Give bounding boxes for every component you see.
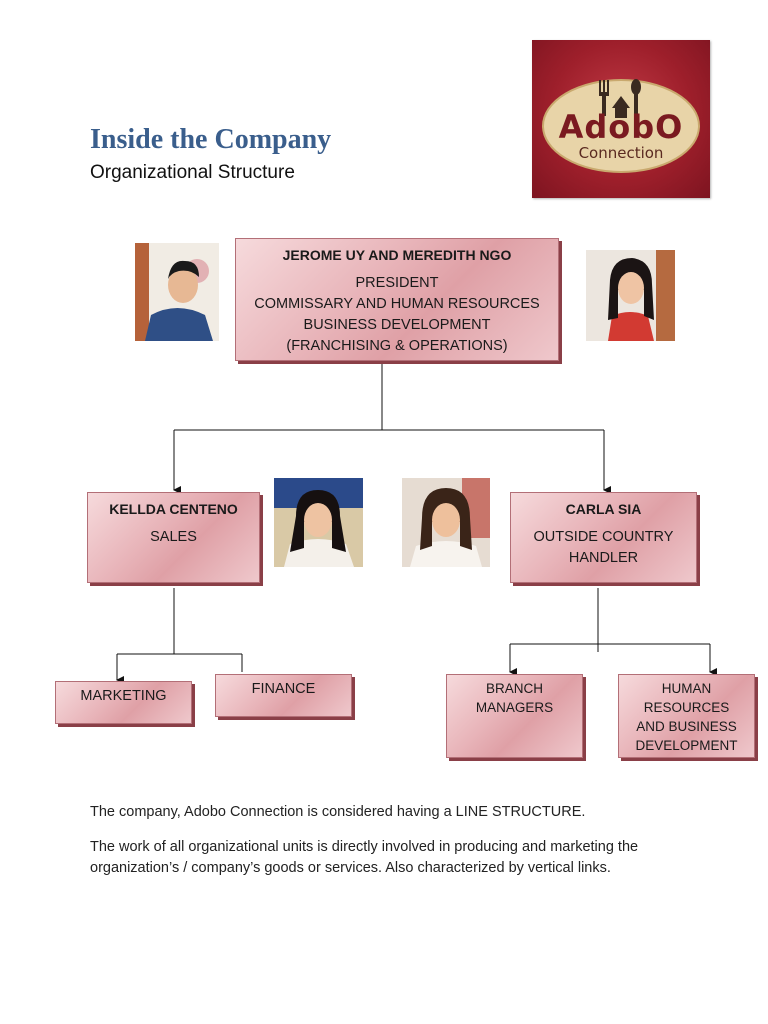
marketing-label: MARKETING (80, 688, 167, 704)
branch-label-line-2: MANAGERS (475, 700, 554, 715)
paragraph-line-structure: The company, Adobo Connection is conside… (90, 804, 586, 820)
president-box: JEROME UY AND MEREDITH NGO PRESIDENT COM… (235, 238, 559, 361)
carla-role-line-1: OUTSIDE COUNTRY (533, 529, 674, 545)
president-names: JEROME UY AND MEREDITH NGO (282, 247, 512, 263)
role-business-development: BUSINESS DEVELOPMENT (303, 317, 491, 333)
carla-role-line-2: HANDLER (568, 550, 639, 566)
paragraph-description: The work of all organizational units is … (90, 837, 690, 879)
hr-label-line-3: AND BUSINESS (636, 719, 737, 734)
document-title: Inside the Company (90, 124, 332, 155)
logo-tagline: Connection (579, 144, 664, 162)
finance-box: FINANCE (215, 674, 352, 717)
company-logo: AdobO Connection (532, 40, 710, 198)
hr-label-line-2: RESOURCES (643, 700, 730, 715)
role-commissary-hr: COMMISSARY AND HUMAN RESOURCES (254, 296, 540, 312)
paragraph-line: organization’s / company’s goods or serv… (90, 860, 611, 876)
role-president: PRESIDENT (355, 275, 439, 291)
hr-business-dev-box: HUMAN RESOURCES AND BUSINESS DEVELOPMENT (618, 674, 755, 758)
kellda-box: KELLDA CENTENO SALES (87, 492, 260, 583)
jerome-photo (135, 243, 219, 341)
kellda-photo (274, 478, 363, 567)
carla-photo (402, 478, 490, 567)
paragraph-line: The work of all organizational units is … (90, 839, 639, 855)
meredith-photo (586, 250, 675, 341)
carla-name: CARLA SIA (565, 501, 642, 517)
carla-box: CARLA SIA OUTSIDE COUNTRY HANDLER (510, 492, 697, 583)
logo-wordmark: AdobO (559, 108, 684, 146)
branch-label-line-1: BRANCH (485, 681, 543, 696)
logo-graphic: AdobO Connection (542, 79, 700, 173)
hr-label-line-4: DEVELOPMENT (635, 738, 738, 753)
kellda-name: KELLDA CENTENO (109, 501, 238, 517)
finance-label: FINANCE (251, 681, 316, 697)
role-franchising: (FRANCHISING & OPERATIONS) (286, 338, 508, 354)
hr-label-line-1: HUMAN (661, 681, 712, 696)
kellda-role: SALES (150, 529, 197, 545)
branch-managers-box: BRANCH MANAGERS (446, 674, 583, 758)
document-subtitle: Organizational Structure (90, 162, 295, 183)
marketing-box: MARKETING (55, 681, 192, 724)
